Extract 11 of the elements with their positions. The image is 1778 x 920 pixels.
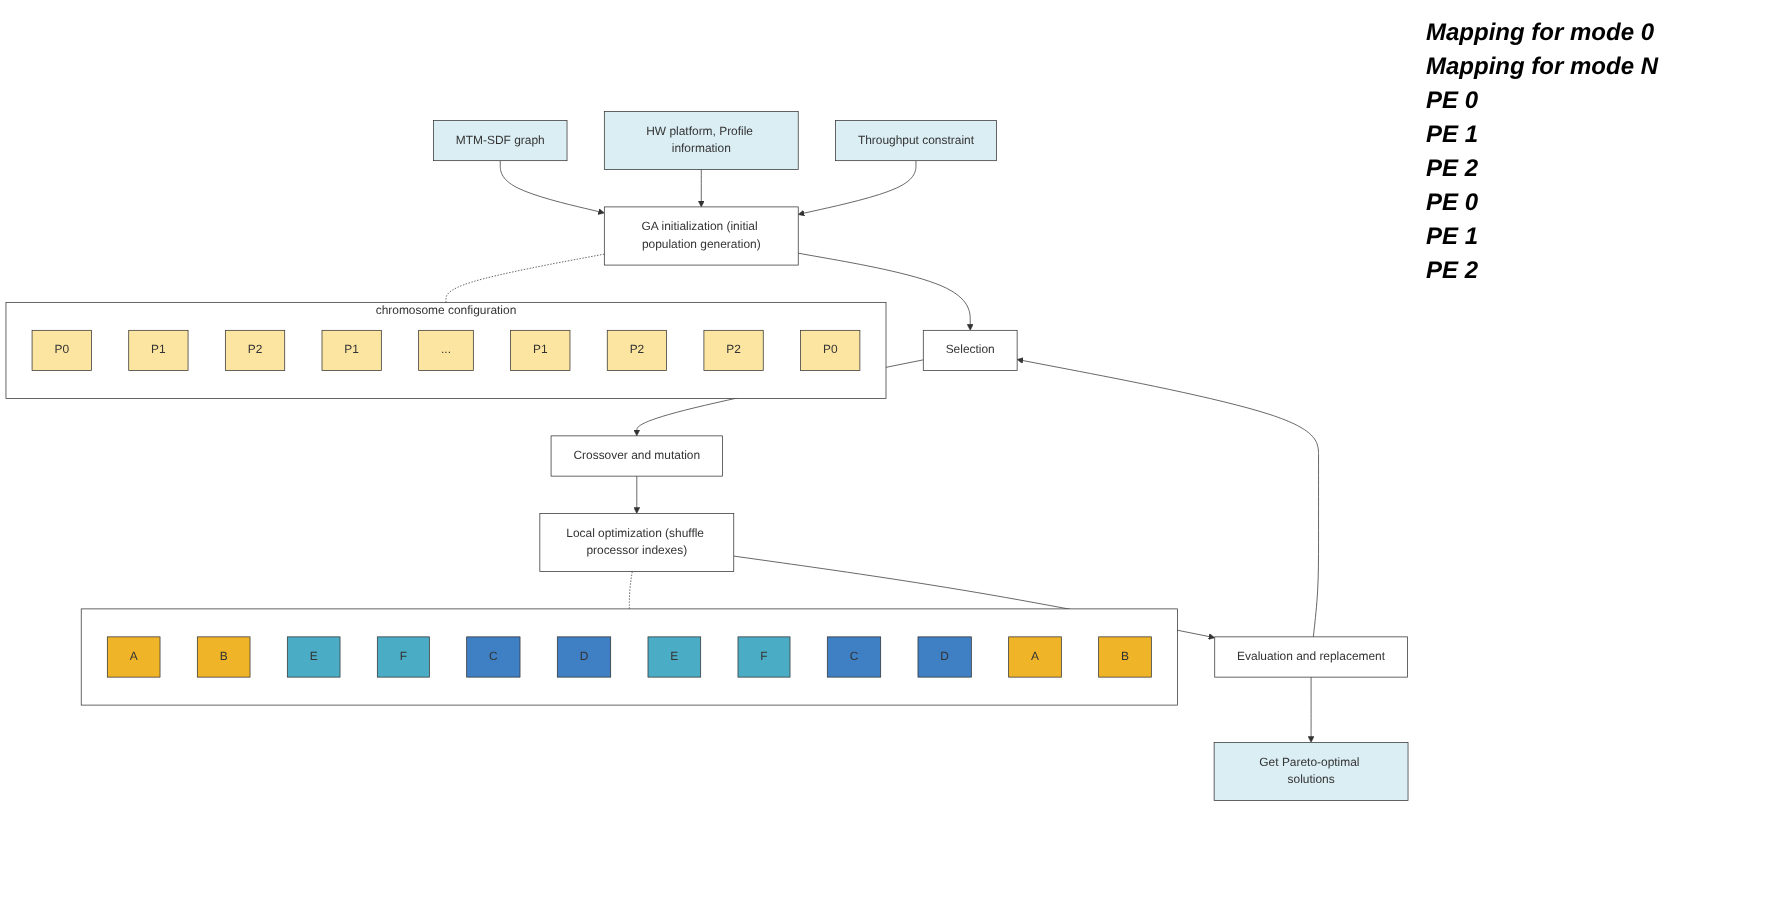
chart-label: PE 0 — [1426, 86, 1481, 114]
chart-label: PE 0 — [1426, 188, 1481, 216]
connector — [628, 571, 633, 610]
chart-label: Mapping for mode 0 — [1426, 18, 1656, 46]
chart-label: PE 1 — [1426, 222, 1481, 250]
chart-label: PE 2 — [1426, 154, 1481, 182]
chart-label: PE 1 — [1426, 120, 1481, 148]
chart-label: PE 2 — [1426, 256, 1481, 284]
chart-label: Mapping for mode N — [1426, 52, 1661, 80]
connector — [445, 253, 605, 303]
cluster — [80, 608, 1178, 706]
